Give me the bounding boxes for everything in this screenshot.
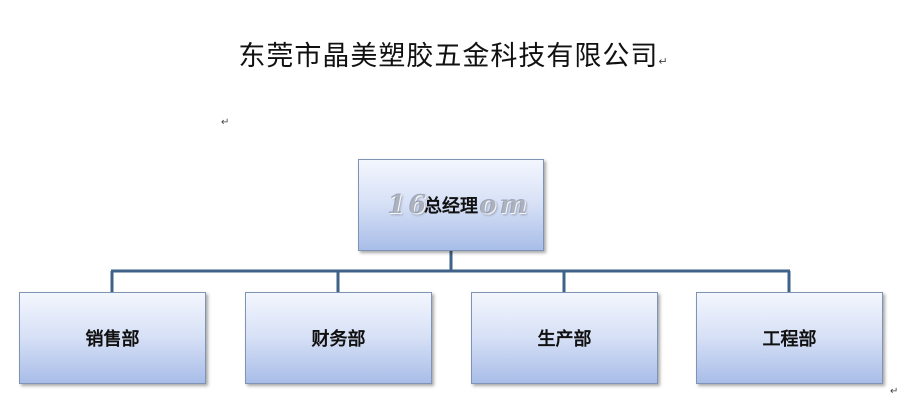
general-manager-label: 总经理: [424, 196, 478, 217]
org-box-general-manager: 16 总经理 om: [358, 159, 544, 251]
paragraph-mark: ↵: [221, 117, 230, 128]
document-title-text: 东莞市晶美塑胶五金科技有限公司: [238, 41, 659, 72]
engineering-dept-label: 工程部: [762, 329, 817, 350]
end-paragraph-mark: ↵: [890, 386, 899, 397]
watermark-left: 16: [387, 190, 430, 220]
document-title: 东莞市晶美塑胶五金科技有限公司↵: [0, 34, 907, 73]
org-box-finance: 财务部: [245, 292, 432, 384]
sales-dept-label: 销售部: [85, 329, 140, 350]
production-dept-label: 生产部: [537, 329, 592, 350]
title-paragraph-mark: ↵: [658, 55, 669, 68]
watermark-right: om: [479, 190, 530, 220]
finance-dept-label: 财务部: [311, 329, 366, 350]
org-box-production: 生产部: [471, 292, 658, 384]
org-box-sales: 销售部: [19, 292, 206, 384]
org-box-engineering: 工程部: [696, 292, 883, 384]
